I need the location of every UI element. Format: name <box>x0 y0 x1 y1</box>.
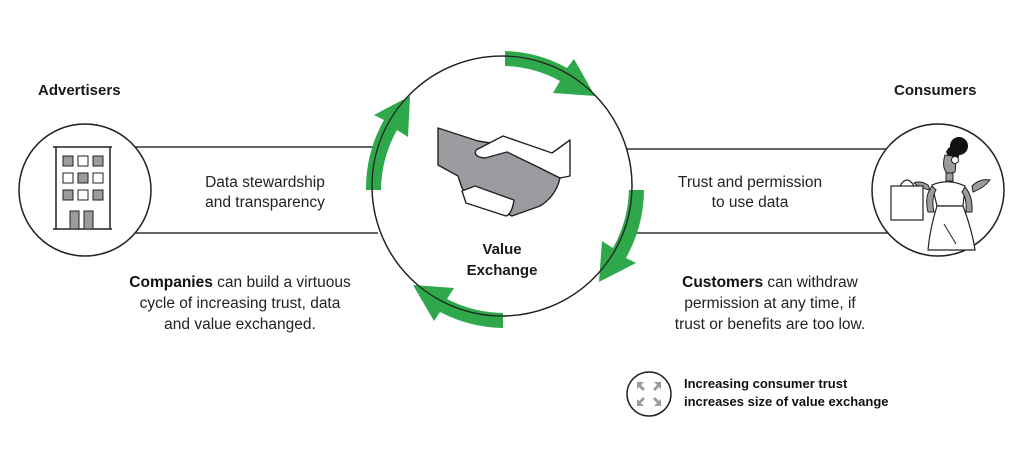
right-desc-line2: permission at any time, if <box>684 295 856 312</box>
center-label-line1: Value <box>482 241 522 258</box>
legend-text: Increasing consumer trust increases size… <box>684 375 889 411</box>
consumers-heading: Consumers <box>894 82 977 99</box>
arrow-top-right-icon <box>505 51 595 96</box>
legend-line1: Increasing consumer trust <box>684 376 848 391</box>
circle-outline <box>371 55 633 317</box>
left-desc-line1: can build a virtuous <box>212 274 351 291</box>
left-desc-line2: cycle of increasing trust, data <box>139 295 341 312</box>
right-desc-bold: Customers <box>682 274 764 291</box>
left-band-text: Data stewardship and transparency <box>180 173 350 213</box>
consumer-circle <box>871 123 1005 257</box>
left-desc-bold: Companies <box>129 274 213 291</box>
right-desc-line1: can withdraw <box>763 274 858 291</box>
right-band-text: Trust and permission to use data <box>660 173 840 213</box>
right-band-line2: to use data <box>711 194 789 211</box>
arrow-left-up-icon <box>365 96 410 190</box>
center-label-line2: Exchange <box>466 262 538 279</box>
expand-arrows-icon <box>626 371 672 417</box>
arrow-bottom-left-icon <box>413 285 503 328</box>
right-description: Customers can withdraw permission at any… <box>655 272 885 335</box>
left-band-line1: Data stewardship <box>205 174 325 191</box>
left-band <box>132 146 378 234</box>
right-band <box>627 148 893 234</box>
left-band-line2: and transparency <box>205 194 325 211</box>
left-desc-line3: and value exchanged. <box>164 316 316 333</box>
right-desc-line3: trust or benefits are too low. <box>674 316 866 333</box>
advertisers-heading: Advertisers <box>38 82 121 99</box>
right-band-line1: Trust and permission <box>677 174 823 191</box>
left-description: Companies can build a virtuous cycle of … <box>110 272 370 335</box>
legend-line2: increases size of value exchange <box>684 394 889 409</box>
advertiser-circle <box>18 123 152 257</box>
office-building-icon <box>53 146 112 230</box>
shopper-woman-icon <box>890 137 991 251</box>
handshake-icon <box>437 127 571 217</box>
value-exchange-label: Value Exchange <box>452 239 552 281</box>
